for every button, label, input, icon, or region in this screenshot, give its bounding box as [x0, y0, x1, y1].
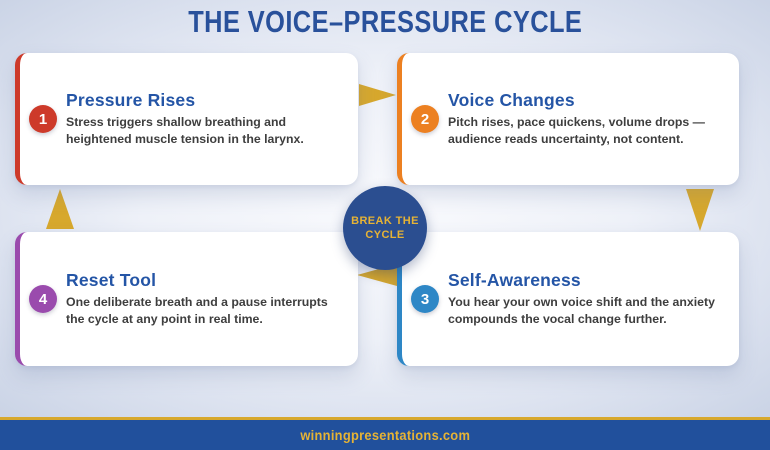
card-heading: Pressure Rises [66, 90, 196, 111]
card-pressure-rises: 1 Pressure Rises Stress triggers shallow… [15, 53, 358, 185]
footer-accent-line [0, 417, 770, 420]
card-text: Voice Changes Pitch rises, pace quickens… [448, 90, 725, 148]
card-content: 3 Self-Awareness You hear your own voice… [402, 232, 739, 366]
card-self-awareness: 3 Self-Awareness You hear your own voice… [397, 232, 739, 366]
card-body: Stress triggers shallow breathing and he… [66, 115, 304, 146]
arrow-down-icon [686, 189, 714, 231]
step-number-badge: 3 [411, 285, 439, 313]
card-heading: Voice Changes [448, 90, 575, 111]
card-content: 2 Voice Changes Pitch rises, pace quicke… [402, 53, 739, 185]
card-voice-changes: 2 Voice Changes Pitch rises, pace quicke… [397, 53, 739, 185]
footer-bar: winningpresentations.com [0, 420, 770, 450]
step-number-badge: 4 [29, 285, 57, 313]
step-number-badge: 1 [29, 105, 57, 133]
card-body: Pitch rises, pace quickens, volume drops… [448, 115, 705, 146]
card-body: You hear your own voice shift and the an… [448, 295, 715, 326]
card-body: One deliberate breath and a pause interr… [66, 295, 328, 326]
website-text: winningpresentations.com [300, 427, 470, 443]
badge-label-line1: BREAK THE [351, 214, 419, 227]
card-heading: Reset Tool [66, 270, 157, 291]
card-content: 4 Reset Tool One deliberate breath and a… [20, 232, 358, 366]
card-heading: Self-Awareness [448, 270, 581, 291]
step-number-badge: 2 [411, 105, 439, 133]
card-text: Self-Awareness You hear your own voice s… [448, 270, 725, 328]
page-title: THE VOICE–PRESSURE CYCLE [187, 4, 583, 39]
card-content: 1 Pressure Rises Stress triggers shallow… [20, 53, 358, 185]
card-text: Reset Tool One deliberate breath and a p… [66, 270, 344, 328]
break-the-cycle-badge: BREAK THE CYCLE [343, 186, 427, 270]
arrow-right-icon [359, 84, 396, 106]
card-text: Pressure Rises Stress triggers shallow b… [66, 90, 344, 148]
badge-label-line2: CYCLE [365, 229, 405, 241]
card-reset-tool: 4 Reset Tool One deliberate breath and a… [15, 232, 358, 366]
arrow-up-icon [46, 189, 74, 229]
